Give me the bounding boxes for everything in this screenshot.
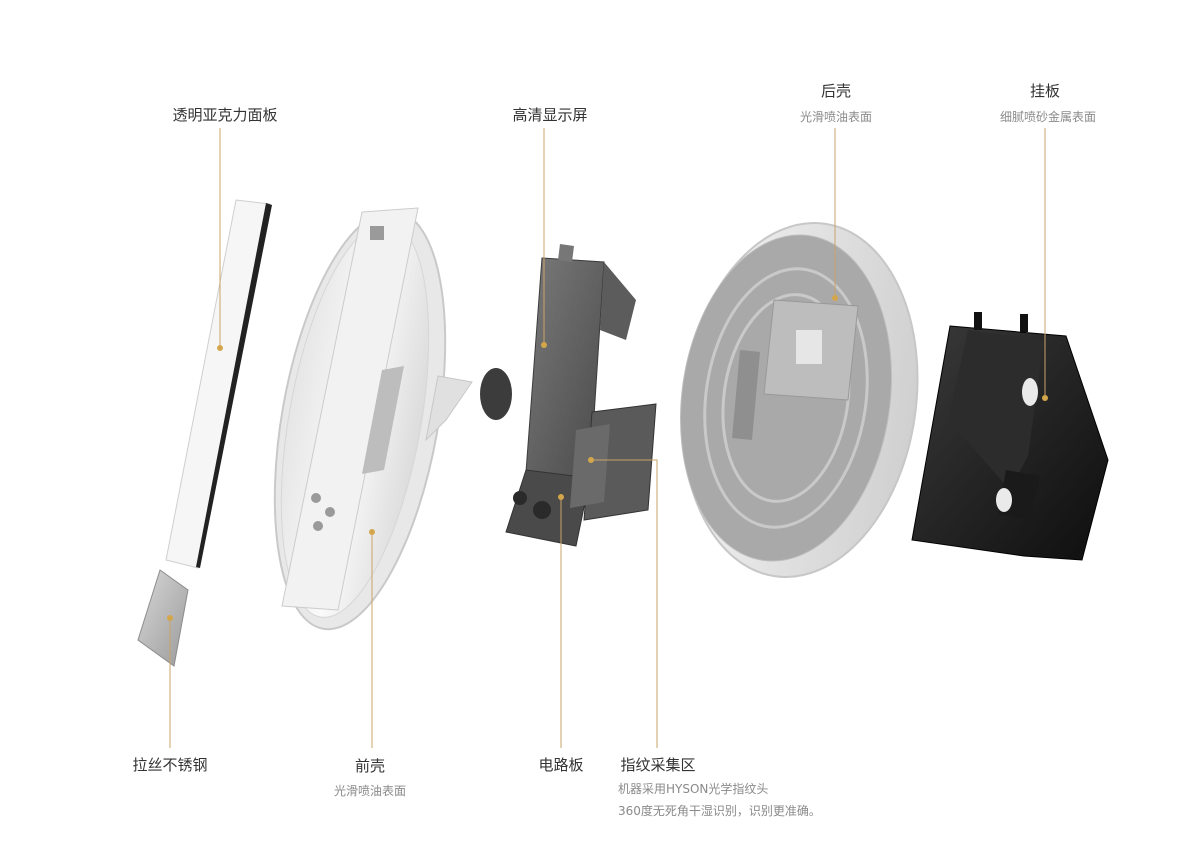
acrylic-panel-part xyxy=(165,199,272,569)
leader-dots xyxy=(167,295,1048,621)
label-fingerprint: 指纹采集区 xyxy=(620,756,696,774)
sublabel-rear-shell: 光滑喷油表面 xyxy=(799,110,873,124)
dot-front xyxy=(369,529,375,535)
dot-acrylic xyxy=(217,345,223,351)
label-front-shell: 前壳 xyxy=(354,757,386,775)
fingerprint-desc-line2: 360度无死角干湿识别，识别更准确。 xyxy=(618,804,821,818)
display-board-part xyxy=(480,244,636,547)
dot-mount xyxy=(1042,395,1048,401)
fingerprint-module-part xyxy=(570,403,657,521)
dot-steel xyxy=(167,615,173,621)
wall-mount-part xyxy=(911,312,1109,561)
leader-fingerprint xyxy=(591,459,658,748)
label-mount: 挂板 xyxy=(1029,82,1061,100)
label-display: 高清显示屏 xyxy=(512,106,588,124)
sublabel-mount: 细腻喷砂金属表面 xyxy=(999,110,1097,124)
dot-display xyxy=(541,342,547,348)
label-rear-shell: 后壳 xyxy=(820,82,852,100)
label-acrylic-panel: 透明亚克力面板 xyxy=(172,106,278,124)
brushed-steel-part xyxy=(137,569,189,667)
dot-board xyxy=(558,494,564,500)
dot-rear xyxy=(832,295,838,301)
sublabel-front-shell: 光滑喷油表面 xyxy=(333,784,407,798)
label-board: 电路板 xyxy=(538,756,584,774)
fingerprint-desc-line1: 机器采用HYSON光学指纹头 xyxy=(618,782,769,796)
leader-lines xyxy=(169,128,1046,748)
label-steel: 拉丝不锈钢 xyxy=(132,756,208,774)
dot-fingerprint xyxy=(588,457,594,463)
front-shell-part xyxy=(273,207,473,631)
rear-shell-part xyxy=(680,221,919,579)
